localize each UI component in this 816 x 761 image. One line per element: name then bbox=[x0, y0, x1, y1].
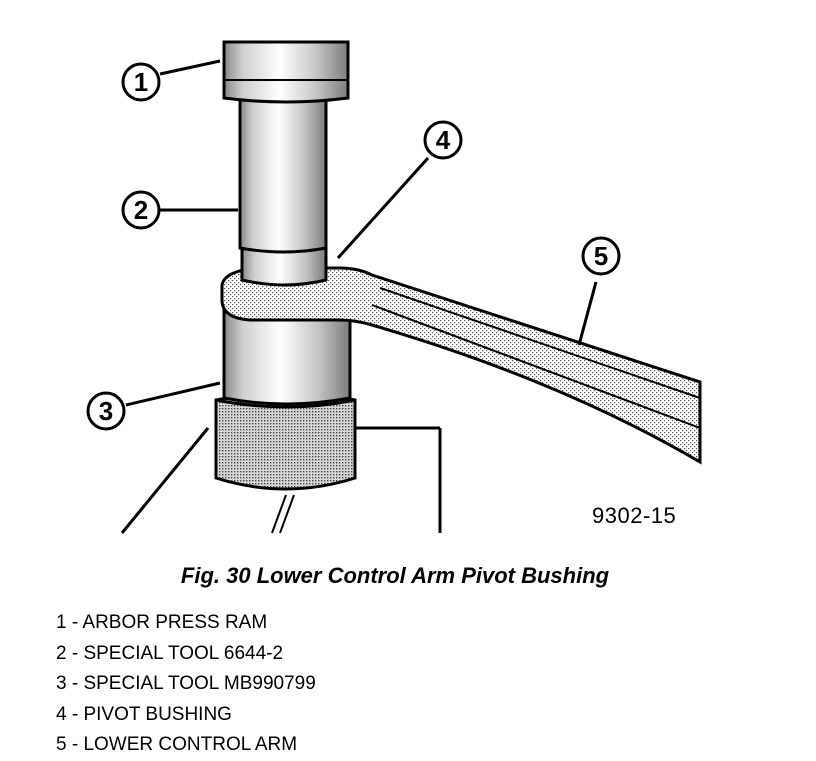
lower-control-arm bbox=[220, 266, 702, 465]
press-diagram: 1 2 3 4 5 bbox=[86, 40, 702, 534]
svg-text:4: 4 bbox=[436, 125, 451, 155]
callout-5: 5 bbox=[581, 236, 621, 276]
special-tool-6644-2 bbox=[238, 98, 328, 254]
legend-item: 1 - ARBOR PRESS RAM bbox=[56, 612, 268, 633]
legend-item: 2 - SPECIAL TOOL 6644-2 bbox=[56, 642, 284, 664]
special-tool-mb990799 bbox=[214, 308, 357, 491]
figure-caption: Fig. 30 Lower Control Arm Pivot Bushing bbox=[180, 563, 610, 588]
press-base bbox=[120, 426, 442, 534]
svg-text:2: 2 bbox=[134, 195, 148, 225]
callout-1: 1 bbox=[121, 62, 161, 102]
svg-text:3: 3 bbox=[99, 396, 113, 426]
parts-legend: 1 - ARBOR PRESS RAM 2 - SPECIAL TOOL 664… bbox=[56, 608, 316, 761]
figure-code: 9302-15 bbox=[592, 503, 677, 528]
callout-3: 3 bbox=[86, 391, 126, 431]
svg-text:1: 1 bbox=[134, 67, 148, 97]
leader-lines bbox=[125, 59, 598, 407]
legend-item: 5 - LOWER CONTROL ARM bbox=[56, 734, 298, 755]
svg-text:5: 5 bbox=[594, 241, 608, 271]
arbor-press-ram bbox=[222, 40, 350, 104]
legend-item: 3 - SPECIAL TOOL MB990799 bbox=[56, 673, 316, 694]
legend-item: 4 - PIVOT BUSHING bbox=[56, 703, 232, 725]
callout-4: 4 bbox=[423, 120, 463, 160]
pivot-bushing bbox=[240, 246, 328, 287]
callout-2: 2 bbox=[121, 190, 161, 230]
